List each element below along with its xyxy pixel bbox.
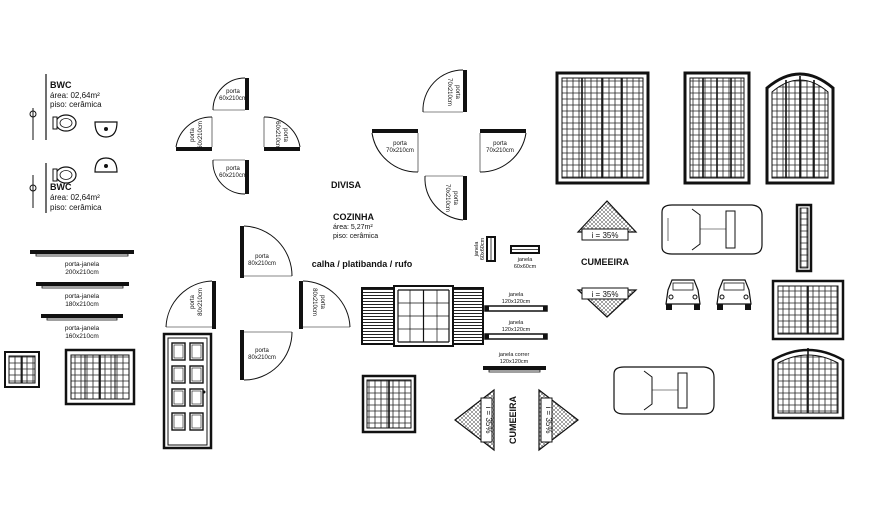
porta-janela-200: porta-janela 200x210cm <box>30 250 134 276</box>
door-70-bottom-size: 70x210cm <box>444 184 450 212</box>
porta-janela-160-size: 160x210cm <box>65 333 99 340</box>
window-elevation-center <box>361 374 417 434</box>
slope-label-bottom-right: i = 35% <box>544 407 553 434</box>
shutter-window-elevation <box>361 285 484 347</box>
porta-janela-180-label: porta-janela <box>65 293 100 300</box>
bwc-top-area: área: 02,64m² <box>50 91 100 100</box>
door-60-right-label: porta <box>282 128 288 142</box>
window-elevation-top-2 <box>683 71 751 185</box>
janela-60-vertical-label: janela <box>474 241 480 258</box>
janela-120-first-label: janela <box>508 292 525 298</box>
janela-60-vertical-size: 60x60cm <box>480 237 486 260</box>
bwc-top-plan: BWC área: 02,64m² piso: cerâmica <box>29 74 118 140</box>
roof-ridge-right: i = 35% <box>538 388 579 452</box>
door-80-top-size: 80x210cm <box>248 261 276 267</box>
door-80-right-size: 80x210cm <box>311 288 317 316</box>
porta-janela-180-size: 180x210cm <box>65 301 99 308</box>
door-60-bottom-label: porta <box>226 166 240 172</box>
door-70-left-size: 70x210cm <box>386 148 414 154</box>
roof-ridge-left: i = 35% <box>454 388 495 452</box>
door-60-top-size: 60x210cm <box>219 96 247 102</box>
janela-correr-label: janela correr <box>498 352 530 358</box>
cozinha-floor: piso: cerâmica <box>333 233 378 240</box>
window-elevation-top-1 <box>555 71 650 185</box>
door-group-60: porta 60x210cm porta 60x210cm 60x210cm p… <box>175 77 301 195</box>
door-80-left-size: 80x210cm <box>198 288 204 316</box>
janela-120-second-label: janela <box>508 320 525 326</box>
bwc-bottom-floor: piso: cerâmica <box>50 203 102 212</box>
car-front-view-1 <box>665 279 701 310</box>
panel-door-elevation <box>162 332 213 450</box>
cumeeira-right-label: CUMEEIRA <box>581 257 630 267</box>
door-60-left-label: porta <box>190 128 196 142</box>
cumeeira-bottom-label: CUMEEIRA <box>508 396 518 445</box>
slope-label-bottom: i = 35% <box>592 290 619 299</box>
porta-janela-180: porta-janela 180x210cm <box>36 282 129 308</box>
window-elevation-small <box>4 351 40 388</box>
car-front-view-2 <box>716 279 752 310</box>
janela-60-horizontal: janela 60x60cm <box>510 245 540 270</box>
door-70-bottom-label: porta <box>452 191 458 205</box>
janela-120-second: janela 120x120cm <box>484 320 548 340</box>
janela-correr-size: 120x120cm <box>500 359 529 365</box>
bwc-top-title: BWC <box>50 80 72 90</box>
door-70-right-label: porta <box>493 141 507 147</box>
calha-label: calha / platibanda / rufo <box>312 259 413 269</box>
bwc-top-floor: piso: cerâmica <box>50 100 102 109</box>
porta-janela-200-label: porta-janela <box>65 261 100 268</box>
door-60-top-label: porta <box>226 89 240 95</box>
door-group-70: 70x210cm porta porta 70x210cm porta 70x2… <box>371 69 527 221</box>
arched-window-bottom <box>771 348 845 420</box>
arched-window-top <box>765 72 835 185</box>
bwc-bottom-area: área: 02,64m² <box>50 193 100 202</box>
janela-120-first-size: 120x120cm <box>502 299 531 305</box>
door-80-bottom-size: 80x210cm <box>248 355 276 361</box>
cozinha-area: área: 5,27m² <box>333 224 373 231</box>
janela-60-horizontal-size: 60x60cm <box>514 264 537 270</box>
door-80-bottom-label: porta <box>255 348 269 354</box>
cozinha-title: COZINHA <box>333 212 374 222</box>
door-60-right-size: 60x210cm <box>274 121 280 149</box>
janela-60-vertical: janela 60x60cm <box>474 236 496 262</box>
janela-120-second-size: 120x120cm <box>502 327 531 333</box>
bwc-bottom-title: BWC <box>50 182 72 192</box>
janela-60-horizontal-label: janela <box>517 257 534 263</box>
door-80-top-label: porta <box>255 254 269 260</box>
door-80-left-label: porta <box>190 295 196 309</box>
car-top-view-1 <box>661 204 763 255</box>
door-group-80: porta 80x210cm porta 80x210cm 80x210cm p… <box>165 225 351 381</box>
door-70-top-size: 70x210cm <box>446 78 452 106</box>
bwc-bottom-plan: BWC área: 02,64m² piso: cerâmica <box>29 157 118 213</box>
porta-janela-160: porta-janela 160x210cm <box>41 314 123 340</box>
window-elevation-right-mid <box>771 279 845 341</box>
door-60-bottom-size: 60x210cm <box>219 173 247 179</box>
janela-correr: janela correr 120x120cm <box>483 352 546 373</box>
door-70-top-label: porta <box>454 85 460 99</box>
door-70-left-label: porta <box>393 141 407 147</box>
slope-label-top: i = 35% <box>592 231 619 240</box>
narrow-window <box>795 203 813 273</box>
window-elevation-large <box>64 348 136 406</box>
car-top-view-2 <box>613 366 715 415</box>
door-70-right-size: 70x210cm <box>486 148 514 154</box>
divisa-label: DIVISA <box>331 180 362 190</box>
slope-label-bottom-left: i = 35% <box>484 407 493 434</box>
door-80-right-label: porta <box>319 295 325 309</box>
roof-ridge-top: i = 35% <box>576 200 638 241</box>
porta-janela-200-size: 200x210cm <box>65 269 99 276</box>
porta-janela-160-label: porta-janela <box>65 325 100 332</box>
roof-ridge-bottom: i = 35% <box>576 287 638 318</box>
door-60-left-size: 60x210cm <box>198 121 204 149</box>
janela-120-first: janela 120x120cm <box>484 292 548 312</box>
